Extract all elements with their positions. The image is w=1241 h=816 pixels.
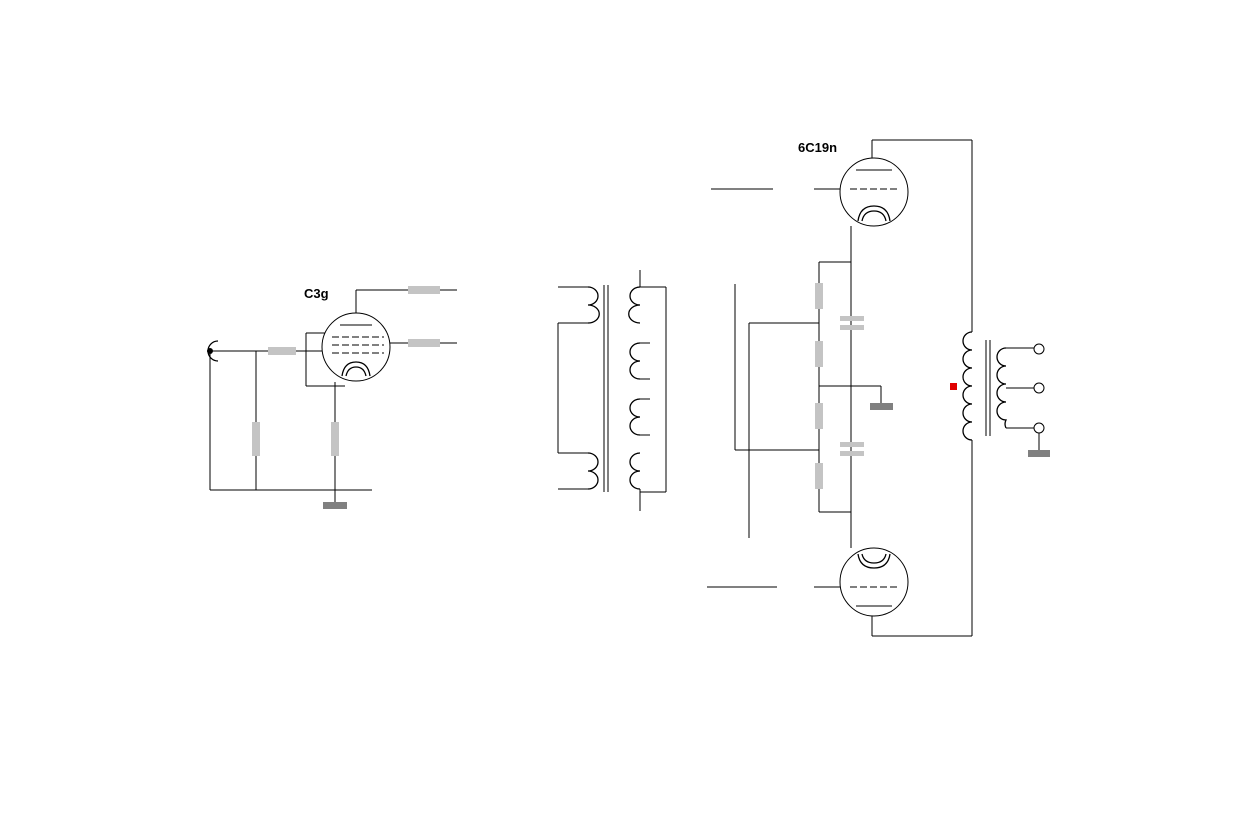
- output-tube-label: 6C19n: [798, 140, 837, 155]
- input-jack: [207, 340, 268, 362]
- bypass-capacitor-lower-b: [840, 451, 864, 456]
- input-tube-label: C3g: [304, 286, 329, 301]
- bias-resistor-4: [815, 463, 823, 489]
- bias-resistor-3: [815, 403, 823, 429]
- plate-resistor: [408, 286, 440, 294]
- tube-c3g: [321, 312, 391, 382]
- cathode-resistor: [331, 422, 339, 456]
- input-stage: C3g: [207, 286, 457, 509]
- output-ground-symbol: [870, 403, 893, 410]
- interstage-transformer: [557, 270, 667, 511]
- output-terminal-3: [1033, 422, 1045, 434]
- tube-6c19n-lower: [839, 547, 909, 617]
- tube-6c19n-upper: [839, 157, 909, 227]
- bias-resistor-2: [815, 341, 823, 367]
- screen-resistor: [408, 339, 440, 347]
- grid-resistor: [268, 347, 296, 355]
- speaker-ground-symbol: [1028, 450, 1050, 457]
- bias-resistor-1: [815, 283, 823, 309]
- output-terminal-1: [1033, 343, 1045, 355]
- ground-symbol: [323, 502, 347, 509]
- output-stage: 6C19n: [707, 139, 1050, 637]
- input-resistor: [252, 422, 260, 456]
- bypass-capacitor-upper-a: [840, 316, 864, 321]
- bypass-capacitor-lower-a: [840, 442, 864, 447]
- output-transformer: [950, 330, 1050, 457]
- center-tap-marker: [950, 383, 957, 390]
- bypass-capacitor-upper-b: [840, 325, 864, 330]
- output-terminal-2: [1033, 382, 1045, 394]
